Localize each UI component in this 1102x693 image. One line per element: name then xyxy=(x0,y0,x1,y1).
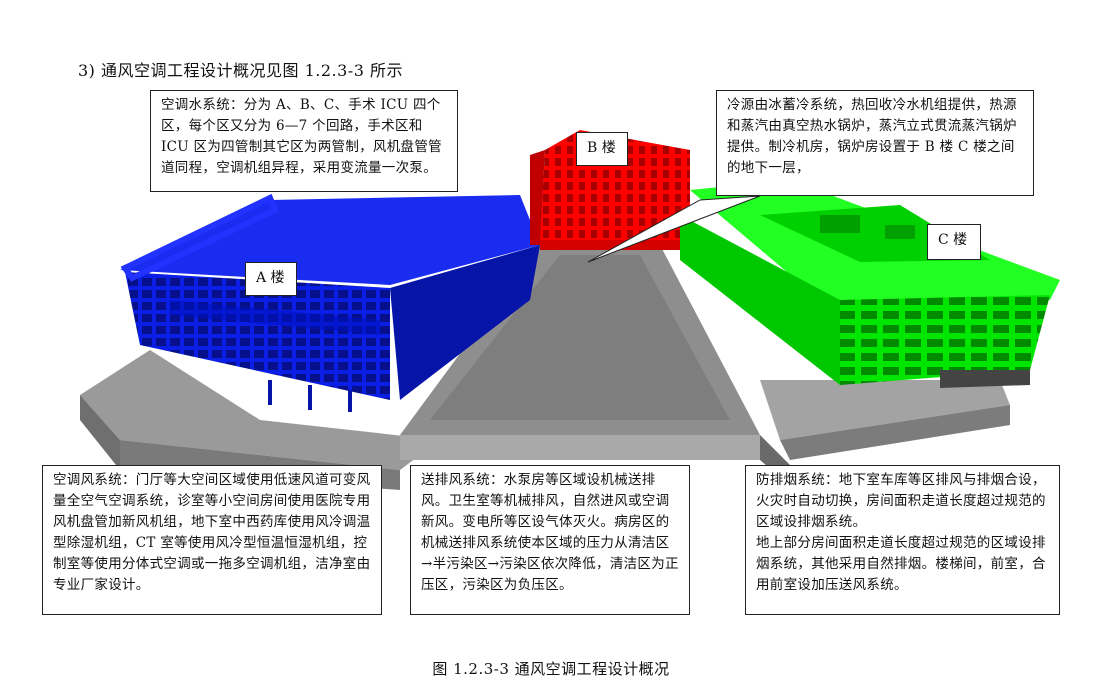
building-a-label: A 楼 xyxy=(245,262,297,296)
air-system-callout: 空调风系统：门厅等大空间区域使用低速风道可变风量全空气空调系统，诊室等小空间房间… xyxy=(42,465,382,615)
building-c-model xyxy=(680,180,1060,388)
figure-caption: 图 1.2.3-3 通风空调工程设计概况 xyxy=(432,660,670,678)
building-c-label: C 楼 xyxy=(927,224,981,260)
callout-pointer xyxy=(587,195,761,263)
water-system-callout: 空调水系统：分为 A、B、C、手术 ICU 四个区，每个区又分为 6—7 个回路… xyxy=(150,90,458,192)
section-heading: 3) 通风空调工程设计概况见图 1.2.3-3 所示 xyxy=(78,61,403,80)
cold-heat-source-callout: 冷源由冰蓄冷系统，热回收冷水机组提供，热源和蒸汽由真空热水锅炉，蒸汽立式贯流蒸汽… xyxy=(716,90,1034,196)
building-a-model xyxy=(120,193,540,412)
smoke-control-callout: 防排烟系统：地下室车库等区排风与排烟合设，火灾时自动切换，房间面积走道长度超过规… xyxy=(745,465,1060,615)
supply-exhaust-callout: 送排风系统：水泵房等区域设机械送排风。卫生室等机械排风，自然进风或空调新风。变电… xyxy=(410,465,690,615)
building-b-label: B 楼 xyxy=(576,132,628,166)
